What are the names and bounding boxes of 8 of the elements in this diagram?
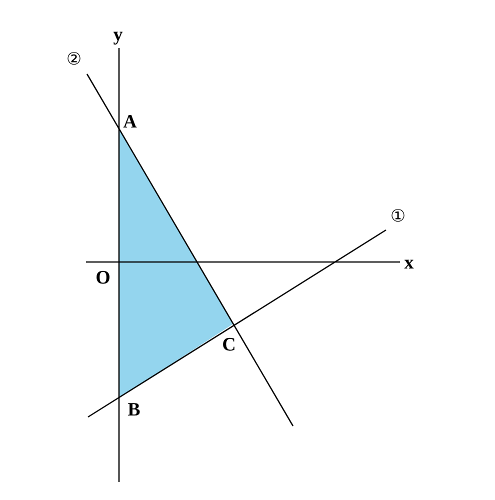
line-number: ① <box>390 208 406 226</box>
point-label: O <box>96 268 110 288</box>
point-label: B <box>128 400 140 420</box>
point-label: C <box>222 336 236 354</box>
point-label: A <box>123 112 137 132</box>
axis-label: x <box>404 254 414 272</box>
line-number: ② <box>66 52 82 68</box>
axis-label: y <box>113 26 123 44</box>
